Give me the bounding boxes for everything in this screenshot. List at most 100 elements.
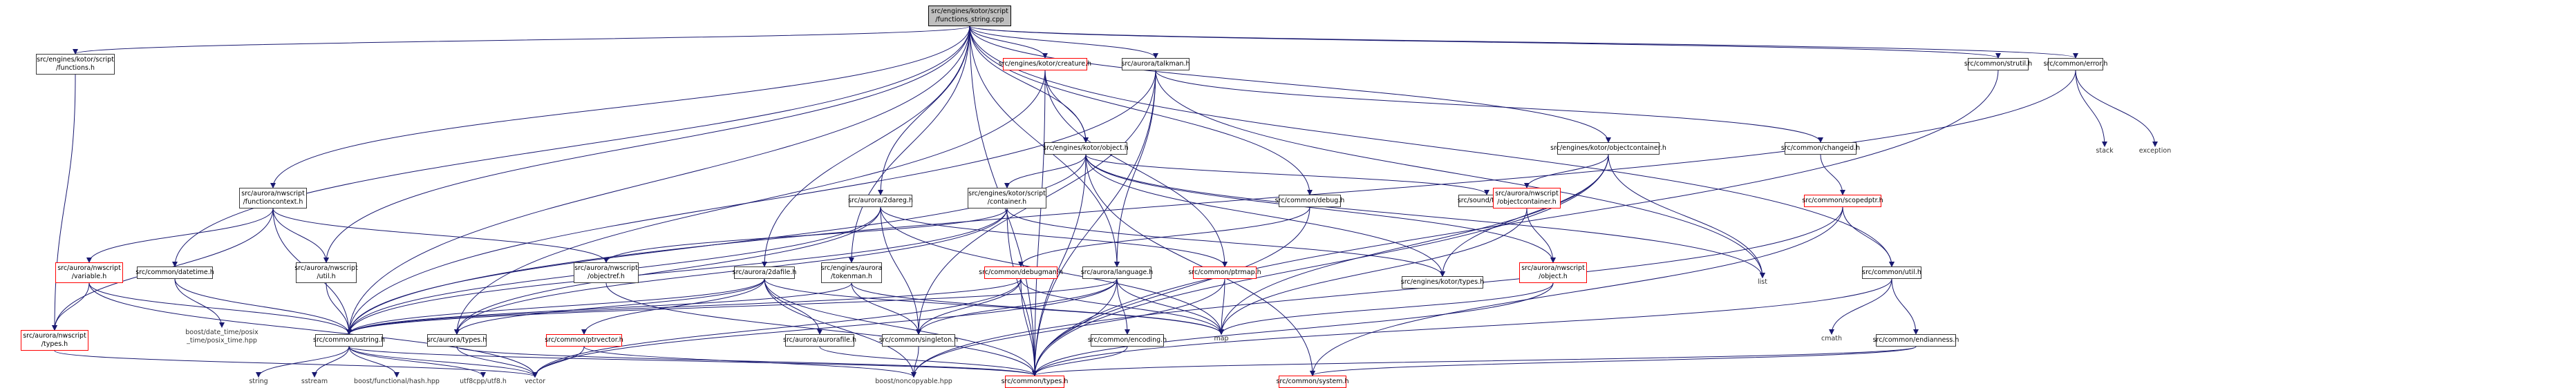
node-objectref[interactable]: src/aurora/nwscript /objectref.h [574,262,639,283]
edge-language-to-singleton [916,278,1118,335]
edge-objcontainer-to-nwobjcontainer [1524,154,1609,188]
node-root[interactable]: src/engines/kotor/script /functions_stri… [928,6,1011,26]
node-string: string [249,378,268,385]
edge-twodafile-to-ustring [346,278,765,335]
node-noncopyable: boost/noncopyable.hpp [875,378,952,385]
node-auroratypes[interactable]: src/aurora/types.h [427,334,487,347]
edge-twoda-to-singleton [880,206,921,335]
edge-changeid-to-scopedptr [1820,154,1845,195]
node-creature[interactable]: src/engines/kotor/creature.h [999,58,1091,70]
edge-ustring-to-string [256,346,350,378]
edge-functions-to-nwtypes [52,74,76,331]
edge-debug-to-debugman [1018,206,1310,267]
node-object[interactable]: src/engines/kotor/object.h [1043,142,1129,155]
edge-root-to-debug [969,26,1313,195]
node-functions[interactable]: src/engines/kotor/script /functions.h [36,54,115,75]
node-variable[interactable]: src/aurora/nwscript /variable.h [55,262,123,283]
edge-talkman-to-changeid [1155,70,1823,143]
node-boostdt: boost/date_time/posix _time/posix_time.h… [185,329,258,345]
edge-twodafile-to-aurorafile [764,278,822,335]
edge-datetime-to-ustring [174,278,352,335]
node-funccontext[interactable]: src/aurora/nwscript /functioncontext.h [239,188,307,208]
edge-util-to-cmath [1829,278,1892,335]
node-nwobjcontainer[interactable]: src/aurora/nwscript /objectcontainer.h [1493,188,1561,208]
node-nwutil[interactable]: src/aurora/nwscript /util.h [294,262,358,283]
edge-talkman-to-ustring [346,70,1156,335]
node-kotortypes[interactable]: src/engines/kotor/types.h [1401,276,1484,289]
edge-aurorafile-to-commontypes [819,346,1037,376]
edge-object-to-container [1004,154,1087,188]
edge-ustring-to-commontypes [348,346,1037,376]
edge-tokenman-to-ustring [346,282,852,335]
edge-twodafile-to-ptrvector [581,278,765,335]
edge-creature-to-object [1044,70,1089,143]
edge-debugman-to-map [1020,278,1224,335]
node-talkman[interactable]: src/aurora/talkman.h [1121,58,1190,70]
node-error[interactable]: src/common/error.h [2044,58,2107,70]
edge-container-to-commontypes [1006,208,1037,376]
node-map: map [1214,335,1229,342]
edge-ustring-to-sstream [312,346,350,378]
edge-funccontext-to-variable [86,208,274,263]
node-exception: exception [2138,147,2172,155]
node-util[interactable]: src/common/util.h [1862,266,1921,279]
edge-object-to-list [1085,154,1765,278]
node-ptrmap[interactable]: src/common/ptrmap.h [1188,266,1261,279]
node-scopedptr[interactable]: src/common/scopedptr.h [1802,195,1883,207]
edge-twodafile-to-commontypes [764,278,1037,376]
node-objcontainer[interactable]: src/engines/kotor/objectcontainer.h [1550,142,1666,155]
node-nwtypes[interactable]: src/aurora/nwscript /types.h [21,330,88,351]
edge-nwutil-to-ustring [326,282,352,335]
edge-twoda-to-ptrmap [880,206,1228,267]
edge-objcontainer-to-commontypes [1032,154,1609,376]
node-system[interactable]: src/common/system.h [1276,376,1349,388]
node-ustring[interactable]: src/common/ustring.h [313,334,385,347]
edge-nwtypes-to-vector [54,350,538,378]
edge-language-to-map [1116,278,1224,335]
node-twoda[interactable]: src/aurora/2dareg.h [848,195,913,207]
edge-container-to-auroratypes [454,208,1008,335]
edge-root-to-error [969,26,2078,59]
node-tokenman[interactable]: src/engines/aurora /tokenman.h [821,262,882,283]
edge-root-to-nwutil [323,26,970,263]
edge-tokenman-to-singleton [851,282,921,335]
edge-twoda-to-auroratypes [454,206,881,335]
edge-root-to-language [969,26,1120,267]
node-language[interactable]: src/aurora/language.h [1081,266,1153,279]
edge-object-to-soundtypes [1085,154,1489,195]
edge-tokenman-to-map [851,282,1224,335]
node-changeid[interactable]: src/common/changeid.h [1781,142,1860,155]
edge-endianness-to-system [1310,346,1917,376]
edge-object-to-kotortypes [1085,154,1445,277]
edge-object-to-commontypes [1032,154,1087,376]
node-endianness[interactable]: src/common/endianness.h [1873,334,1959,347]
edge-endianness-to-commontypes [1032,346,1917,376]
edge-debugman-to-singleton [916,278,1022,335]
node-twodafile[interactable]: src/aurora/2dafile.h [733,266,796,279]
edge-auroratypes-to-vector [456,346,538,378]
node-datetime[interactable]: src/common/datetime.h [135,266,214,279]
node-nwobject[interactable]: src/aurora/nwscript /object.h [1519,262,1587,283]
node-strutil[interactable]: src/common/strutil.h [1964,58,2032,70]
edge-variable-to-vector [88,282,538,378]
edge-root-to-talkman [969,26,1158,59]
edge-container-to-kotortypes [1006,208,1445,277]
node-cmath: cmath [1821,335,1843,342]
edge-error-to-exception [2075,70,2158,147]
node-commontypes[interactable]: src/common/types.h [1002,376,1068,388]
node-ptrvector[interactable]: src/common/ptrvector.h [545,334,623,347]
node-container[interactable]: src/engines/kotor/script /container.h [968,188,1046,208]
edge-root-to-funccontext [270,26,970,188]
node-aurorafile[interactable]: src/aurora/aurorafile.h [783,334,856,347]
edge-scopedptr-to-system [1310,206,1843,376]
edge-ustring-to-boosthash [348,346,399,378]
edge-nwobjcontainer-to-nwobject [1526,208,1556,263]
node-debugman[interactable]: src/common/debugman.h [979,266,1063,279]
node-singleton[interactable]: src/common/singleton.h [879,334,958,347]
node-encoding[interactable]: src/common/encoding.h [1088,334,1167,347]
node-debug[interactable]: src/common/debug.h [1275,195,1344,207]
edge-nwobject-to-commontypes [1032,282,1554,376]
edge-talkman-to-language [1114,70,1156,267]
edge-ustring-to-utf8cpp [348,346,486,378]
edge-funccontext-to-nwutil [272,208,329,263]
